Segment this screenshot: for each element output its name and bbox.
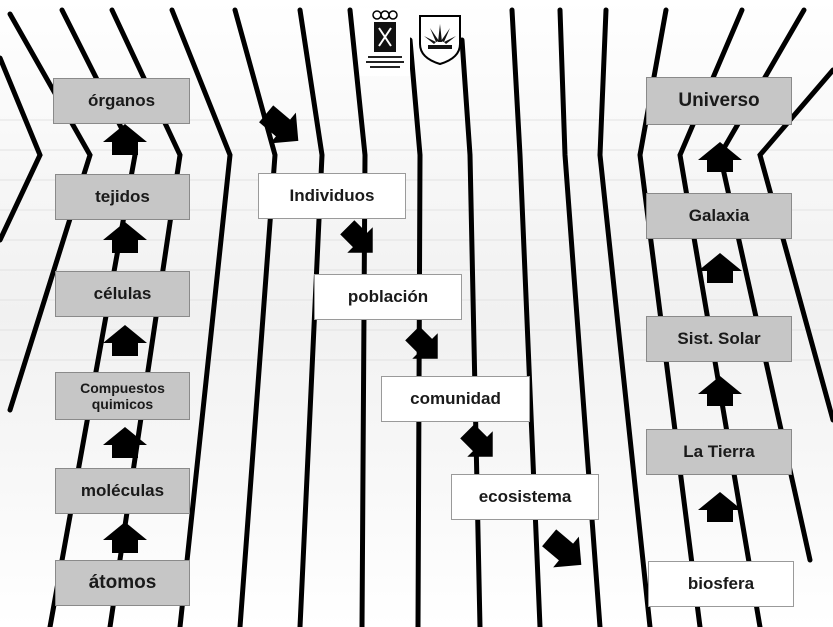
arrow-up-icon — [103, 222, 147, 253]
arrow-down-icon — [542, 529, 582, 568]
arrow-down-icon — [405, 326, 438, 359]
arrow-up-icon — [698, 253, 742, 283]
box-biosfera: biosfera — [648, 561, 794, 607]
arrow-up-icon — [698, 142, 742, 172]
academy-seal-logo — [360, 8, 410, 76]
arrow-down-icon — [460, 424, 493, 457]
arrow-up-icon — [698, 492, 742, 522]
arrow-down-icon — [340, 220, 373, 253]
box-la-tierra: La Tierra — [646, 429, 792, 475]
arrow-down-icon — [259, 105, 299, 144]
box-atomos: átomos — [55, 560, 190, 606]
arrow-up-icon — [698, 376, 742, 406]
box-organos: órganos — [53, 78, 190, 124]
box-sist-solar: Sist. Solar — [646, 316, 792, 362]
arrow-up-icon — [103, 124, 147, 155]
arrow-up-icon — [103, 522, 147, 553]
box-poblacion: población — [314, 274, 462, 320]
university-shield-logo — [418, 14, 462, 66]
box-comunidad: comunidad — [381, 376, 530, 422]
box-ecosistema: ecosistema — [451, 474, 599, 520]
box-celulas: células — [55, 271, 190, 317]
box-universo: Universo — [646, 77, 792, 125]
arrow-up-icon — [103, 427, 147, 458]
arrow-up-icon — [103, 325, 147, 356]
box-tejidos: tejidos — [55, 174, 190, 220]
box-individuos: Individuos — [258, 173, 406, 219]
box-galaxia: Galaxia — [646, 193, 792, 239]
box-moleculas: moléculas — [55, 468, 190, 514]
box-compuestos-quimicos: Compuestos quimicos — [55, 372, 190, 420]
